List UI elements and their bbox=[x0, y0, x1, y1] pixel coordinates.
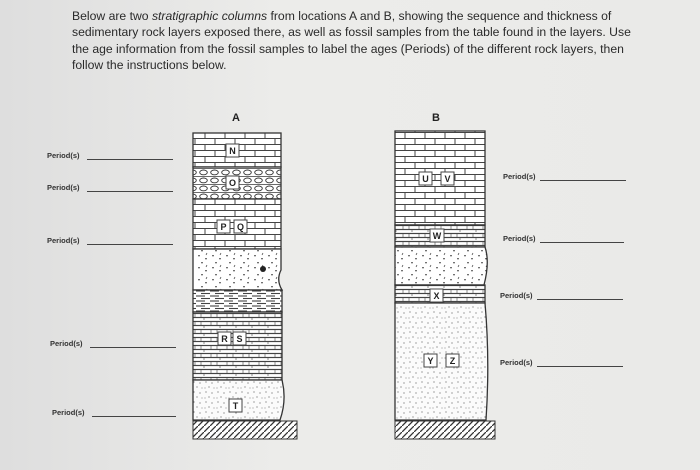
fossil-label-s: S bbox=[236, 334, 242, 344]
column-a-answer-line-1[interactable] bbox=[87, 159, 173, 160]
column-a-nodule-icon bbox=[260, 266, 266, 272]
fossil-sample-y: Y bbox=[423, 353, 438, 368]
column-a-basement bbox=[192, 420, 298, 440]
fossil-sample-z: Z bbox=[445, 353, 460, 368]
column-b bbox=[394, 130, 496, 440]
fossil-sample-r: R bbox=[217, 331, 232, 346]
fossil-label-t: T bbox=[233, 401, 239, 411]
column-b-limestone-top bbox=[394, 130, 486, 226]
column-a-period-label-1: Period(s) bbox=[47, 151, 80, 160]
column-a-answer-line-5[interactable] bbox=[92, 416, 176, 417]
column-a-answer-line-3[interactable] bbox=[87, 244, 173, 245]
column-a-period-label-3: Period(s) bbox=[47, 236, 80, 245]
column-b-answer-line-1[interactable] bbox=[540, 180, 626, 181]
column-a bbox=[192, 132, 298, 440]
column-a-mudstone-layer bbox=[192, 311, 283, 381]
fossil-label-v: V bbox=[444, 174, 450, 184]
column-b-title: B bbox=[432, 112, 440, 124]
instructions-text-2: from locations A and B, showing the sequ… bbox=[72, 9, 631, 73]
column-a-answer-line-2[interactable] bbox=[87, 191, 173, 192]
column-b-sandstone-layer bbox=[394, 302, 489, 421]
fossil-label-w: W bbox=[433, 231, 442, 241]
fossil-label-r: R bbox=[221, 334, 228, 344]
fossil-sample-x: X bbox=[429, 288, 444, 303]
column-a-period-label-4: Period(s) bbox=[50, 339, 83, 348]
fossil-sample-p: P bbox=[216, 219, 231, 234]
column-b-period-label-3: Period(s) bbox=[500, 291, 533, 300]
instructions-text-1: Below are two bbox=[72, 9, 152, 23]
column-b-period-label-1: Period(s) bbox=[503, 172, 536, 181]
instructions-term: stratigraphic columns bbox=[151, 9, 268, 23]
instructions-paragraph: Below are two stratigraphic columns from… bbox=[72, 8, 632, 74]
fossil-label-u: U bbox=[422, 174, 429, 184]
column-b-answer-line-2[interactable] bbox=[540, 242, 624, 243]
column-b-period-label-2: Period(s) bbox=[503, 234, 536, 243]
fossil-sample-q: Q bbox=[233, 219, 248, 234]
fossil-sample-t: T bbox=[228, 398, 243, 413]
column-a-oolitic-layer bbox=[192, 166, 282, 200]
column-b-basement bbox=[394, 420, 496, 440]
column-a-period-label-2: Period(s) bbox=[47, 183, 80, 192]
column-b-period-label-4: Period(s) bbox=[500, 358, 533, 367]
fossil-sample-s: S bbox=[232, 331, 247, 346]
fossil-label-n: N bbox=[229, 146, 236, 156]
fossil-sample-n: N bbox=[225, 143, 240, 158]
column-a-title: A bbox=[232, 112, 240, 124]
fossil-sample-v: V bbox=[440, 171, 455, 186]
column-b-answer-line-3[interactable] bbox=[537, 299, 623, 300]
fossil-sample-w: W bbox=[429, 228, 445, 243]
fossil-sample-u: U bbox=[418, 171, 433, 186]
column-a-answer-line-4[interactable] bbox=[90, 347, 176, 348]
fossil-label-q: Q bbox=[237, 222, 244, 232]
column-b-answer-line-4[interactable] bbox=[537, 366, 623, 367]
column-b-volcanic-layer bbox=[394, 246, 488, 286]
fossil-label-x: X bbox=[433, 291, 439, 301]
column-a-period-label-5: Period(s) bbox=[52, 408, 85, 417]
fossil-label-p: P bbox=[220, 222, 226, 232]
fossil-sample-o: O bbox=[225, 175, 240, 190]
fossil-label-z: Z bbox=[450, 356, 456, 366]
fossil-label-o: O bbox=[229, 178, 236, 188]
fossil-label-y: Y bbox=[427, 356, 433, 366]
column-a-shale-layer bbox=[192, 289, 283, 313]
column-a-volcanic-layer bbox=[192, 248, 284, 291]
